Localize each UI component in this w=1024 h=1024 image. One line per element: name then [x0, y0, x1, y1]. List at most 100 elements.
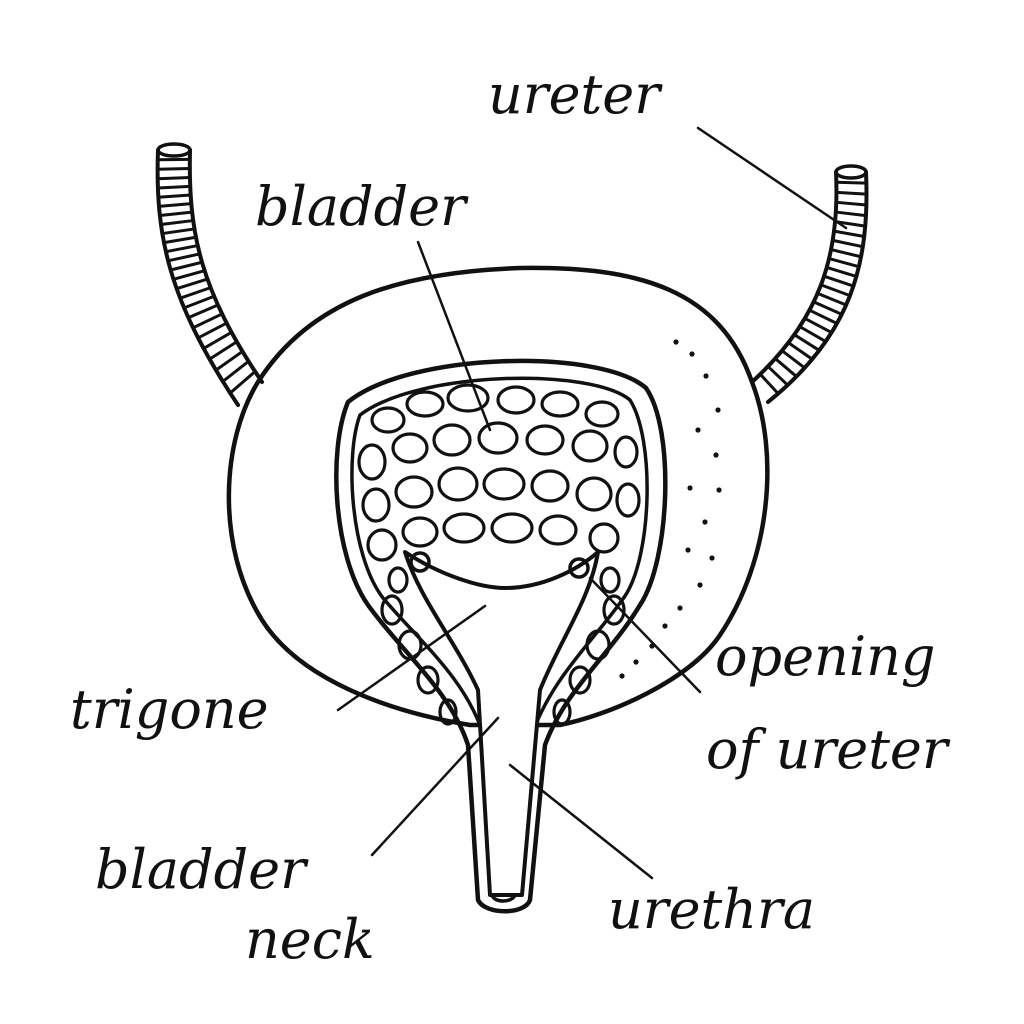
stipple-dot — [687, 485, 693, 491]
right-ureter — [750, 164, 869, 404]
ureter-ring — [834, 210, 868, 218]
mucosal-fold — [380, 594, 404, 626]
ureter-ring — [786, 341, 814, 361]
mucosal-fold — [432, 423, 472, 457]
ureter-ring — [191, 312, 224, 330]
mucosal-fold — [588, 522, 620, 554]
mucosal-fold — [391, 432, 429, 464]
ureter-opening-right — [568, 557, 590, 579]
ureter-ring — [158, 210, 194, 217]
ureter-ring — [833, 220, 867, 228]
mucosal-fold — [575, 476, 613, 512]
stipple-dot — [677, 605, 683, 611]
mucosal-fold — [442, 512, 486, 544]
mucosal-fold — [361, 487, 391, 523]
mucosal-fold — [571, 429, 609, 463]
stipple-dot — [685, 547, 691, 553]
ureter-ring — [827, 257, 861, 269]
mucosal-fold — [552, 698, 572, 726]
mucosal-fold — [477, 421, 519, 455]
ureter-ring — [766, 364, 790, 387]
stipple-dot — [715, 407, 721, 413]
ureter-ring — [780, 349, 807, 370]
ureter-ring — [159, 219, 195, 227]
mucosal-fold — [585, 629, 611, 661]
mucosal-fold — [613, 435, 639, 469]
stipple-dot — [716, 487, 722, 493]
label-trigone: trigone — [70, 678, 269, 741]
stipple-dot — [689, 351, 695, 357]
mucosal-fold — [438, 698, 458, 726]
mucosal-fold — [357, 443, 387, 481]
ureter-ring — [157, 202, 193, 208]
bladder-outer-wall — [226, 265, 770, 728]
mucosal-fold — [615, 482, 641, 518]
mucosal-fold — [446, 383, 490, 413]
mucosal-fold — [482, 467, 526, 501]
mucosal-fold — [540, 390, 580, 418]
mucosal-fold — [387, 566, 409, 594]
ureter-ring — [829, 248, 863, 259]
mucosal-fold — [538, 514, 578, 546]
label-opening-line2: of ureter — [706, 718, 951, 781]
ureter-ring — [798, 325, 828, 344]
leader-trigone — [336, 604, 487, 712]
stipple-dot — [695, 427, 701, 433]
mucosal-fold — [394, 475, 434, 509]
ureter-ring — [831, 238, 865, 249]
stipple-dot — [702, 519, 708, 525]
ureter-ring — [819, 283, 852, 298]
ureter-ring — [834, 180, 868, 185]
mucosal-fold — [490, 512, 534, 544]
ureter-ring — [822, 274, 855, 288]
mucosal-fold — [416, 665, 440, 695]
ureter-ring — [156, 167, 192, 171]
leader-urethra — [508, 763, 654, 880]
ureter-ring — [156, 193, 193, 199]
mucosal-fold — [525, 424, 565, 456]
stipple-dot — [697, 582, 703, 588]
mucosal-fold — [366, 528, 398, 562]
ureter-ring — [208, 340, 239, 361]
label-bladder: bladder — [255, 175, 469, 238]
label-neck-line2: neck — [245, 908, 375, 971]
stipple-dot — [633, 659, 639, 665]
mucosal-fold — [405, 390, 445, 418]
leader-ureter — [696, 126, 848, 230]
left-ureter — [155, 142, 264, 407]
ureter-openings — [409, 551, 590, 579]
ureter-ring — [186, 303, 220, 320]
ureter-ring — [164, 244, 200, 254]
label-urethra: urethra — [608, 878, 815, 941]
ureter-ring — [834, 190, 869, 196]
ureter-ring — [816, 291, 848, 307]
stipple-dot — [662, 623, 668, 629]
mucosal-fold — [401, 516, 439, 548]
ureter-ring — [156, 176, 192, 181]
label-neck-line1: bladder — [95, 838, 309, 901]
ureter-ring — [803, 316, 834, 335]
stipple-dot — [619, 673, 625, 679]
ureter-ring — [169, 260, 204, 272]
ureter-ring — [792, 333, 821, 352]
ureter-ring — [182, 294, 216, 310]
ureter-ring — [773, 357, 798, 379]
mucosal-fold — [437, 466, 479, 502]
leader-bladder — [416, 240, 492, 432]
label-opening-line1: opening — [715, 625, 935, 688]
mucosa-lining — [350, 376, 649, 903]
ureter-ring — [825, 265, 858, 278]
ureter-ring — [196, 321, 229, 340]
mucosal-fold — [568, 665, 592, 695]
mucosal-fold — [602, 594, 626, 626]
ureter-ring — [175, 277, 209, 291]
ureter-ring — [160, 227, 196, 236]
mucosal-fold — [530, 469, 570, 503]
ureter-ring — [178, 286, 213, 300]
mucosal-folds — [357, 383, 641, 726]
leader-opening — [588, 576, 702, 694]
ureter-ring — [221, 359, 251, 383]
stipple-dot — [673, 339, 679, 345]
ureter-ring — [166, 252, 202, 263]
